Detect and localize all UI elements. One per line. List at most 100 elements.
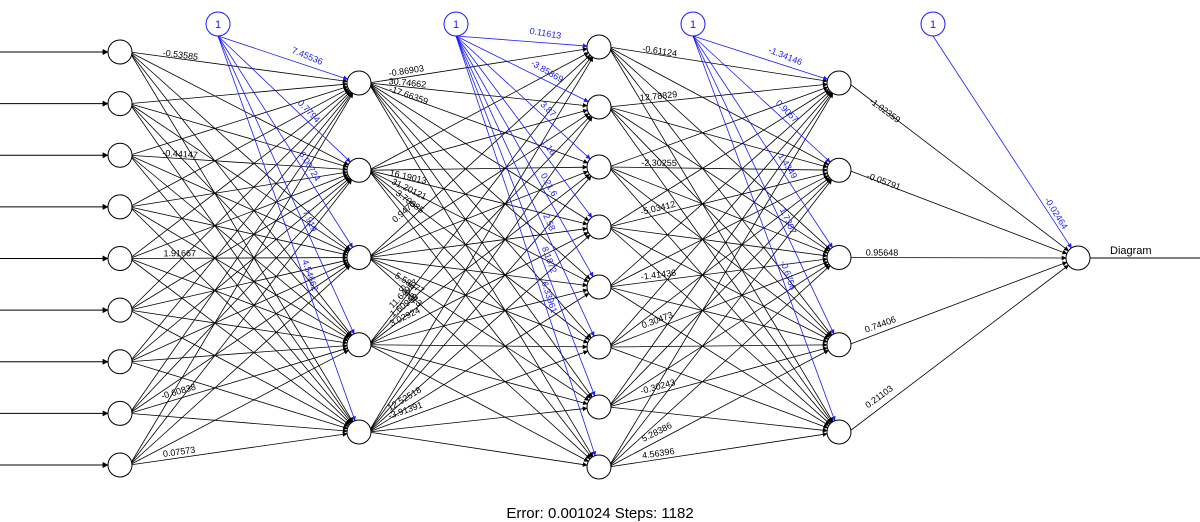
neuron-node bbox=[108, 92, 132, 116]
neuron-node bbox=[347, 333, 371, 357]
bias-edge bbox=[218, 36, 353, 247]
neuron-node bbox=[108, 247, 132, 271]
weight-edge bbox=[609, 287, 828, 342]
weight-label: -5.03412 bbox=[639, 199, 676, 217]
neuron-node bbox=[587, 395, 611, 419]
neuron-node bbox=[347, 158, 371, 182]
neurons: 1 1 1 1 bbox=[108, 12, 1090, 479]
neuron-node bbox=[827, 246, 851, 270]
bias-weight-label: 0.11613 bbox=[529, 26, 562, 41]
weight-edge bbox=[369, 110, 588, 170]
weight-edge bbox=[130, 310, 348, 343]
bias-weight-label: 0.7794 bbox=[296, 98, 322, 125]
neuron-node bbox=[347, 420, 371, 444]
weight-label: 12.78829 bbox=[639, 89, 677, 103]
weight-edge bbox=[130, 91, 351, 310]
weight-edge bbox=[130, 52, 353, 422]
neuron-node bbox=[587, 95, 611, 119]
weight-edge bbox=[609, 348, 828, 407]
bias-edge bbox=[456, 36, 595, 456]
weight-edge bbox=[130, 178, 350, 362]
bias-node-label: 1 bbox=[690, 19, 696, 31]
weight-label: -2.30255 bbox=[641, 158, 677, 168]
bias-weight-label: -3.85869 bbox=[529, 58, 565, 84]
bias-node-label: 1 bbox=[215, 19, 221, 31]
weight-edge bbox=[130, 348, 348, 413]
weight-label: -0.05791 bbox=[865, 171, 902, 193]
bias-edge bbox=[456, 36, 595, 396]
neuron-node bbox=[587, 155, 611, 179]
bias-weight-label: 0.21.6 bbox=[539, 171, 560, 198]
neuron-node bbox=[108, 40, 132, 64]
neuron-node bbox=[108, 143, 132, 167]
neuron-node bbox=[587, 335, 611, 359]
weight-label: -1.41436 bbox=[640, 268, 676, 282]
bias-weight-label: 8.1872 bbox=[540, 245, 559, 274]
neuron-node bbox=[587, 215, 611, 239]
bias-edge bbox=[456, 36, 588, 102]
bias-edge bbox=[693, 36, 834, 334]
neuron-node bbox=[347, 71, 371, 95]
weight-edge bbox=[609, 407, 827, 431]
weight-label: -0.30243 bbox=[639, 377, 676, 396]
weight-edge bbox=[609, 107, 832, 422]
bias-weight-label: -0.02464 bbox=[1043, 196, 1070, 231]
neuron-node bbox=[827, 158, 851, 182]
weight-label: -0.60838 bbox=[160, 382, 197, 401]
neuron-node bbox=[827, 71, 851, 95]
weight-edge bbox=[369, 229, 588, 258]
bias-edge bbox=[218, 36, 354, 334]
footer-error-steps: Error: 0.001024 Steps: 1182 bbox=[0, 505, 1200, 522]
weight-label: -0.61124 bbox=[642, 44, 678, 59]
neuron-node bbox=[587, 35, 611, 59]
bias-weight-label: 1.16 bbox=[540, 137, 558, 157]
bias-edge bbox=[456, 36, 592, 217]
neuron-node bbox=[587, 275, 611, 299]
weight-edge bbox=[609, 345, 827, 347]
weight-edge bbox=[849, 265, 1069, 432]
neuron-node bbox=[108, 453, 132, 477]
neuron-node bbox=[347, 246, 371, 270]
weight-edge bbox=[130, 310, 349, 426]
weight-edge bbox=[369, 432, 588, 465]
bias-edge bbox=[456, 36, 587, 46]
neuron-node bbox=[108, 298, 132, 322]
weight-label: 0.74406 bbox=[863, 314, 897, 335]
weight-label: 0.95648 bbox=[866, 248, 899, 258]
neuron-node bbox=[108, 401, 132, 425]
weight-edge bbox=[130, 346, 347, 362]
weight-label: 4.56396 bbox=[641, 446, 675, 461]
neuron-node bbox=[108, 195, 132, 219]
bias-edge bbox=[693, 36, 835, 421]
weight-label: -1.02359 bbox=[868, 96, 903, 125]
bias-edge bbox=[693, 36, 828, 79]
neuron-node bbox=[108, 350, 132, 374]
weight-edge bbox=[130, 413, 347, 431]
bias-node-label: 1 bbox=[453, 19, 459, 31]
neuron-node bbox=[827, 333, 851, 357]
weight-label: -0.53585 bbox=[162, 48, 199, 62]
weight-edge bbox=[609, 173, 828, 227]
neuron-node bbox=[587, 455, 611, 479]
weight-edge bbox=[130, 350, 349, 465]
bias-node-label: 1 bbox=[930, 19, 936, 31]
neuron-node bbox=[1066, 246, 1090, 270]
weight-edge bbox=[369, 345, 587, 347]
bias-edge bbox=[456, 36, 594, 336]
bias-weight-label: 7.45536 bbox=[290, 45, 324, 67]
weight-label: 0.30473 bbox=[640, 310, 674, 331]
bias-edge bbox=[933, 36, 1071, 248]
weight-label: 0.07573 bbox=[162, 445, 196, 459]
bias-edge bbox=[218, 36, 350, 162]
bias-weight-label: -1.34146 bbox=[767, 45, 804, 68]
output-label: Diagram bbox=[1110, 245, 1152, 257]
weight-label: 1.91667 bbox=[163, 248, 196, 258]
bias-weight-label: 1.7307 bbox=[778, 206, 799, 235]
bias-edge bbox=[456, 36, 593, 277]
bias-edge bbox=[218, 36, 355, 421]
weight-edge bbox=[849, 262, 1067, 345]
weight-labels: Diagram-0.53585-0.441471.91667-0.608380.… bbox=[160, 26, 1152, 461]
weight-edge bbox=[609, 350, 829, 467]
